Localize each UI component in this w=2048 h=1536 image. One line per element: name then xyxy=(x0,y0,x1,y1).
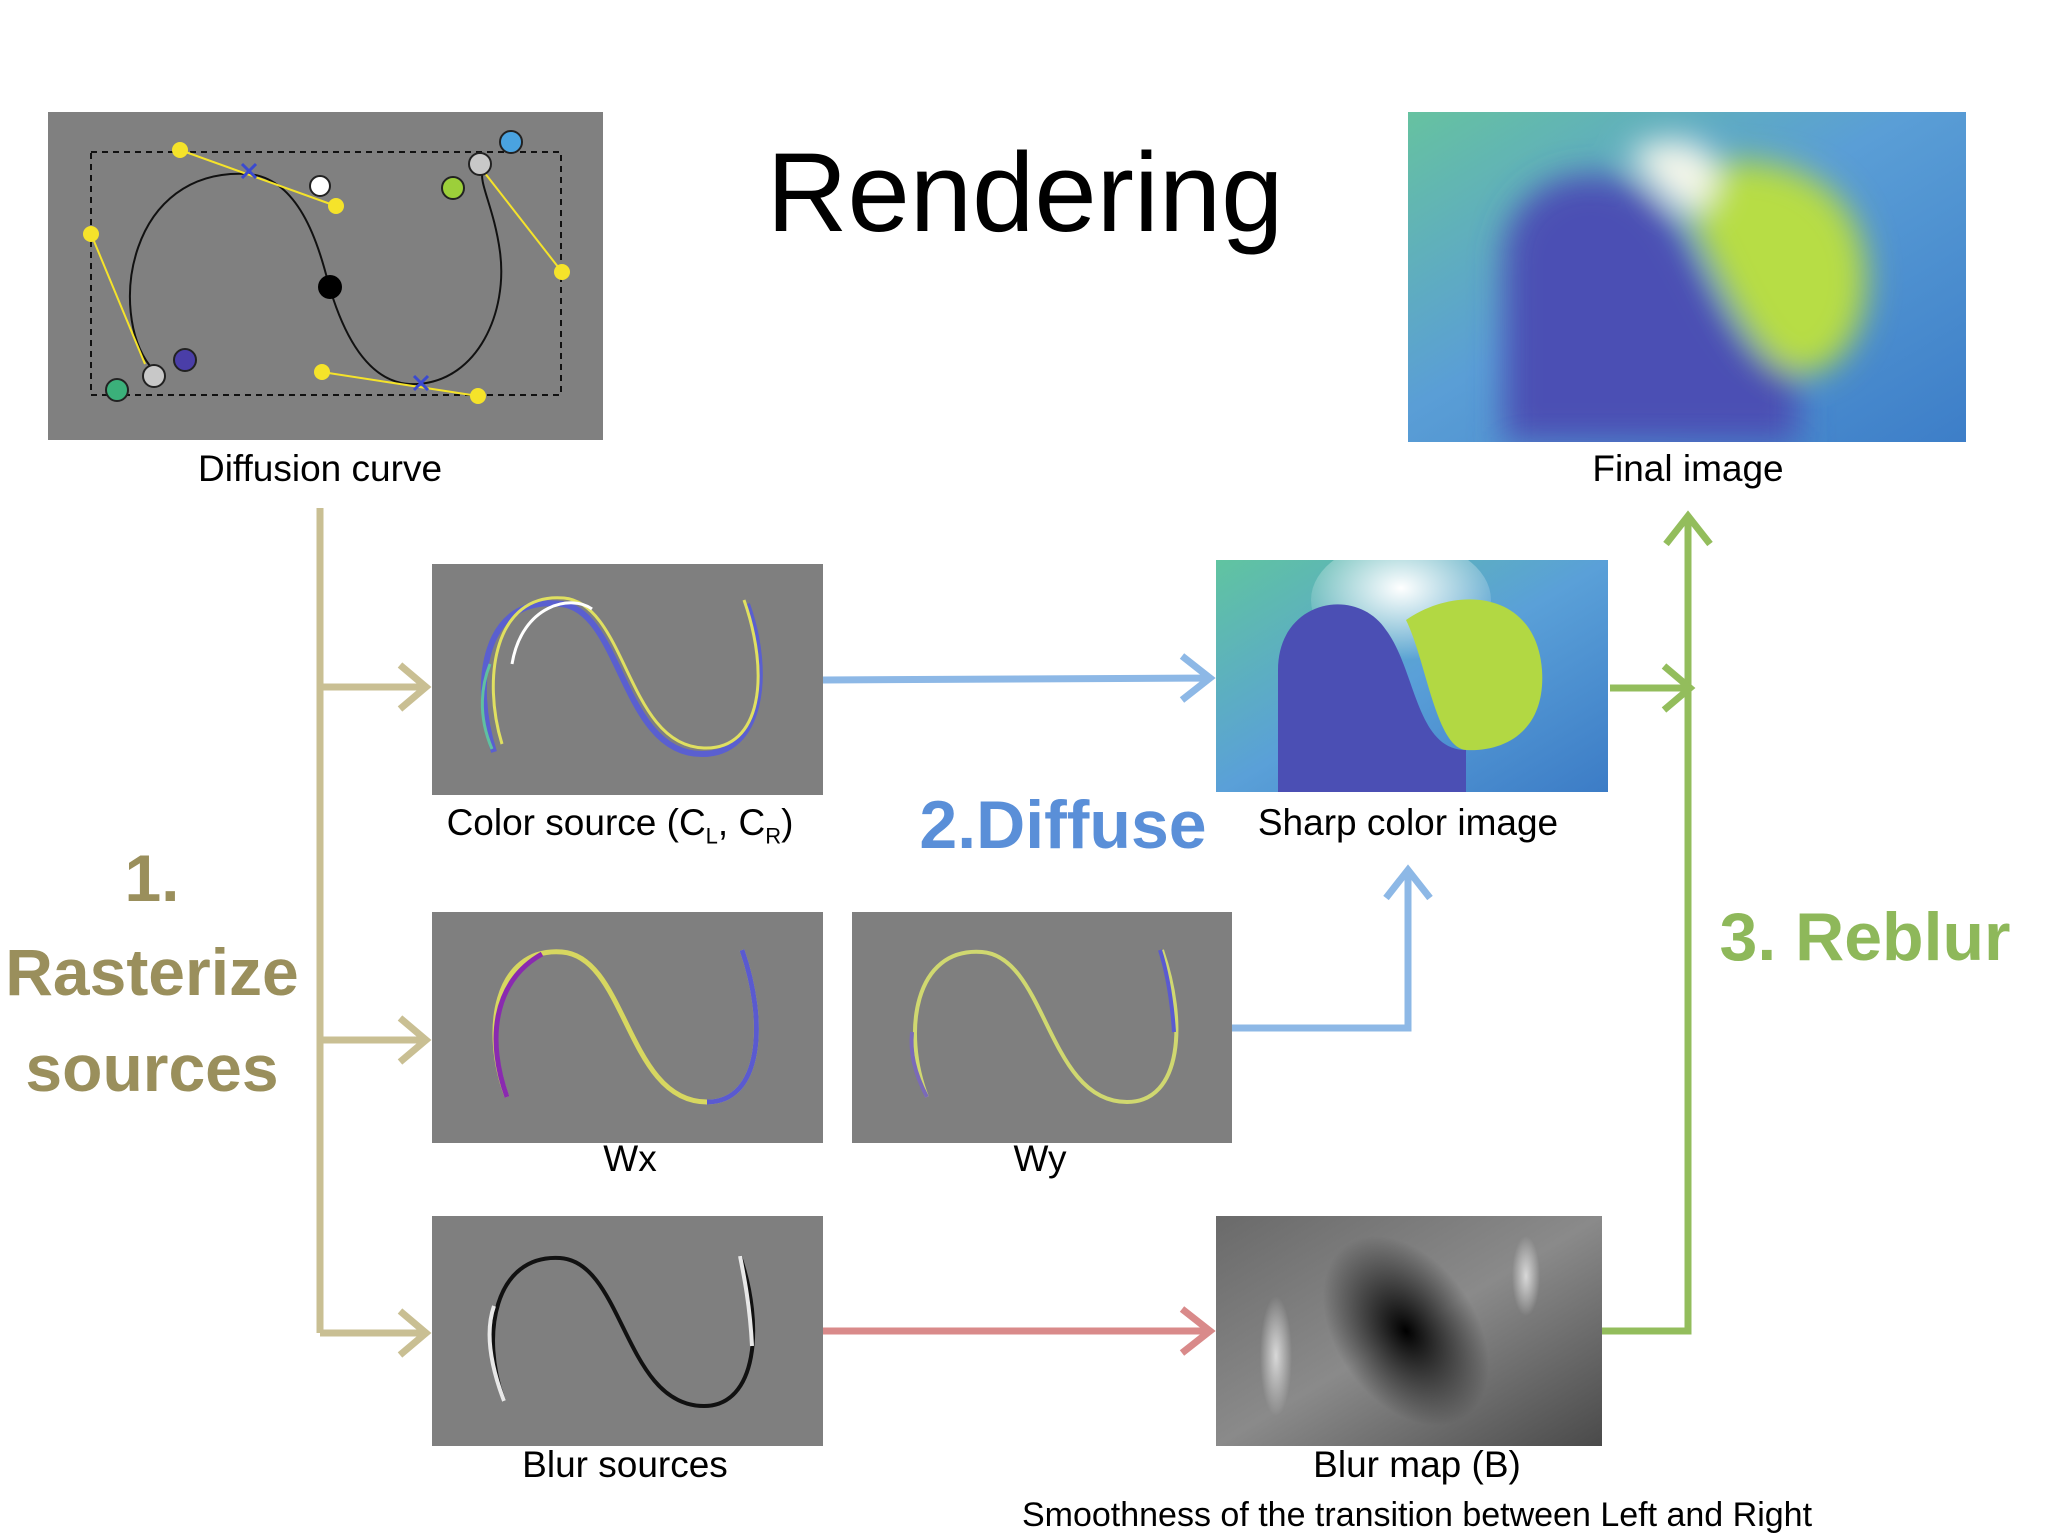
color-source-mid: , C xyxy=(717,802,766,843)
color-source-sub-l: L xyxy=(705,823,718,849)
blur-map-panel xyxy=(1216,1216,1602,1446)
color-source-label: Color source (CL, CR) xyxy=(447,802,794,849)
wx-label: Wx xyxy=(603,1138,657,1179)
final-image-label: Final image xyxy=(1592,448,1784,489)
diffusion-curve-panel xyxy=(48,112,603,440)
step-reblur: 3. Reblur xyxy=(1719,899,2011,975)
sharp-color-image-label: Sharp color image xyxy=(1257,802,1559,843)
blur-sources-panel xyxy=(432,1216,823,1446)
step-rasterize-number: 1. xyxy=(124,841,180,915)
reblur-arrow-sharp xyxy=(1610,663,1696,713)
blur-map-caption: Smoothness of the transition between Lef… xyxy=(1021,1496,1813,1534)
color-source-suffix: ) xyxy=(781,802,794,843)
rasterize-arrow-weights xyxy=(320,1015,432,1065)
color-source-text: Color source (C xyxy=(446,802,706,843)
wy-panel xyxy=(852,912,1232,1143)
blur-arrow xyxy=(823,1306,1216,1356)
diffuse-arrow-color xyxy=(822,653,1216,703)
blur-map-label: Blur map (B) xyxy=(1313,1444,1521,1485)
blur-sources-label: Blur sources xyxy=(522,1444,728,1485)
rasterize-arrow-color xyxy=(320,662,432,712)
sharp-color-image xyxy=(1216,560,1608,792)
reblur-trunk xyxy=(1602,510,1713,1335)
wx-panel xyxy=(432,912,823,1143)
color-source-panel xyxy=(432,564,823,795)
diffusion-curve-label: Diffusion curve xyxy=(197,448,443,489)
step-rasterize-sources: sources xyxy=(25,1031,279,1105)
final-image xyxy=(1408,112,1966,442)
page-title: Rendering xyxy=(766,130,1284,255)
color-source-sub-r: R xyxy=(765,823,782,849)
rasterize-arrow-blur xyxy=(320,1308,432,1358)
step-rasterize-word: Rasterize xyxy=(5,935,299,1009)
diffuse-arrow-weights xyxy=(1232,864,1433,1032)
wy-label: Wy xyxy=(1013,1138,1067,1179)
step-diffuse: 2.Diffuse xyxy=(919,787,1207,863)
